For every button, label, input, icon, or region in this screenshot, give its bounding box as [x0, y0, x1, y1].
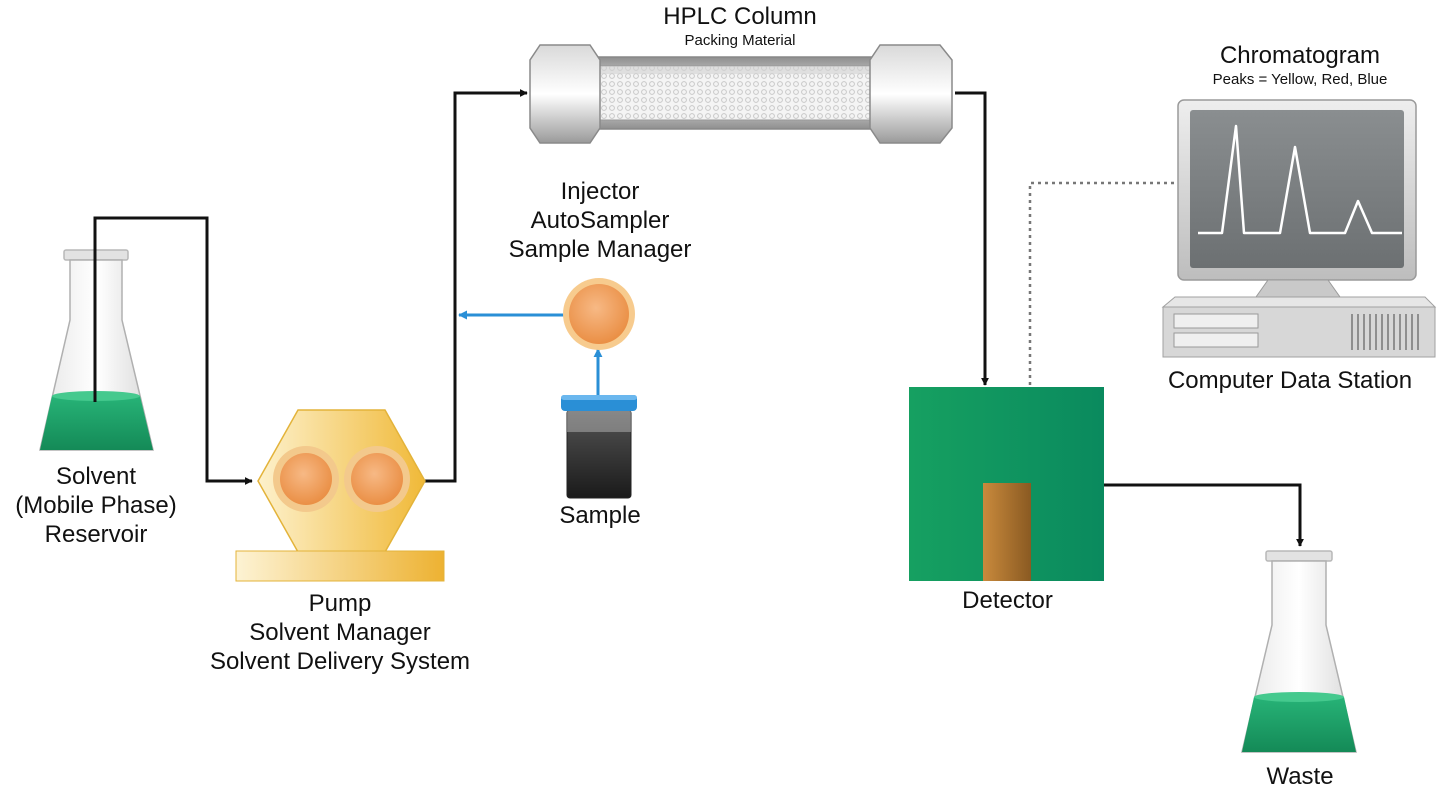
waste-label: Waste	[1266, 763, 1334, 790]
pump-to-column-line	[425, 89, 528, 483]
injector-line-3: Sample Manager	[508, 235, 692, 263]
column-subtitle: Packing Material	[684, 31, 796, 49]
column-right-cap	[869, 44, 953, 144]
pump-base	[235, 550, 445, 582]
injector-line-1: Injector	[560, 178, 640, 205]
waste-flask	[1241, 550, 1357, 753]
reservoir-line-1: Solvent	[55, 463, 137, 490]
detector-to-computer-data-line	[1028, 181, 1180, 385]
pump-line-2: Solvent Manager	[249, 618, 431, 646]
reservoir-line-3: Reservoir	[44, 520, 148, 548]
chromatogram-title: Chromatogram	[1219, 42, 1381, 69]
reservoir-line-2: (Mobile Phase)	[15, 491, 177, 519]
sample-flow-lines	[458, 310, 603, 395]
detector-to-waste-line	[1104, 483, 1304, 547]
injector-line-2: AutoSampler	[530, 206, 670, 234]
injector	[563, 278, 635, 350]
column-title: HPLC Column	[663, 3, 817, 30]
column-label: HPLC Column Packing Material	[640, 3, 840, 50]
column-left-cap	[529, 44, 601, 144]
detector	[909, 387, 1104, 581]
column-packing	[599, 65, 881, 121]
solvent-liquid	[40, 396, 153, 450]
drive-bay-top	[1173, 313, 1259, 329]
waste-liquid	[1242, 697, 1356, 752]
pc-vents	[1351, 314, 1419, 350]
pump-line-3: Solvent Delivery System	[209, 647, 471, 675]
sample-vial	[561, 395, 637, 499]
detector-label: Detector	[962, 587, 1053, 614]
pump-line-1: Pump	[308, 590, 372, 617]
monitor-screen	[1190, 110, 1404, 268]
chromatogram-subtitle: Peaks = Yellow, Red, Blue	[1212, 70, 1388, 88]
sample-label: Sample	[559, 502, 641, 529]
pump	[235, 409, 445, 582]
monitor-stand	[1255, 279, 1341, 298]
computer-header: Chromatogram Peaks = Yellow, Red, Blue	[1160, 42, 1440, 89]
pump-label: Pump Solvent Manager Solvent Delivery Sy…	[170, 590, 510, 676]
drive-bay-bottom	[1173, 332, 1259, 348]
injector-label: Injector AutoSampler Sample Manager	[460, 178, 740, 264]
chromatogram-trace	[1198, 124, 1402, 235]
reservoir-label: Solvent (Mobile Phase) Reservoir	[0, 463, 192, 549]
pc-case-top	[1161, 296, 1437, 308]
computer	[1161, 99, 1437, 358]
column-to-detector-line	[955, 91, 989, 386]
detector-door	[983, 483, 1031, 581]
hplc-column	[529, 44, 953, 144]
computer-label: Computer Data Station	[1167, 367, 1413, 394]
